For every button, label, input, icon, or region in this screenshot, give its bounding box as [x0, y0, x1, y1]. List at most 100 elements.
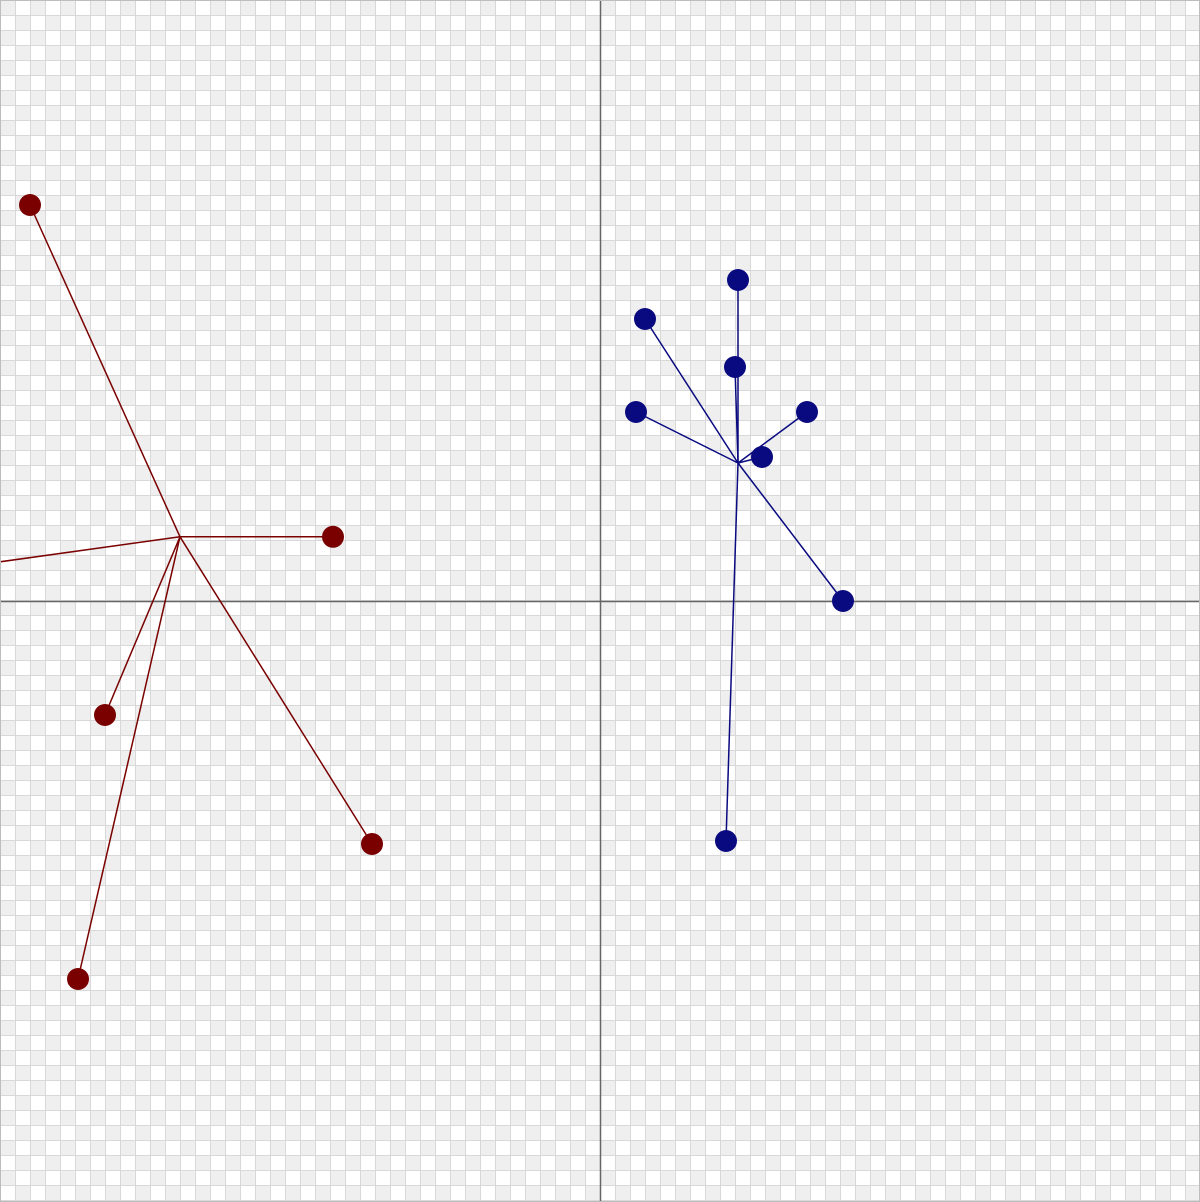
grid-cell [45, 1155, 60, 1170]
grid-cell [555, 705, 570, 720]
grid-cell [1155, 855, 1170, 870]
grid-cell [1155, 405, 1170, 420]
grid-cell [15, 585, 30, 600]
grid-cell [915, 525, 930, 540]
grid-cell [570, 840, 585, 855]
grid-cell [210, 750, 225, 765]
grid-cell [645, 405, 660, 420]
grid-cell [810, 1020, 825, 1035]
grid-cell [1110, 810, 1125, 825]
grid-cell [1065, 165, 1080, 180]
grid-cell [840, 870, 855, 885]
grid-cell [960, 600, 975, 615]
grid-cell [1110, 150, 1125, 165]
grid-cell [45, 705, 60, 720]
grid-cell [660, 510, 675, 525]
grid-cell [555, 285, 570, 300]
grid-cell [270, 300, 285, 315]
grid-cell [165, 435, 180, 450]
grid-cell [570, 150, 585, 165]
grid-cell [495, 495, 510, 510]
grid-cell [540, 390, 555, 405]
grid-cell [225, 585, 240, 600]
grid-cell [870, 720, 885, 735]
grid-cell [675, 705, 690, 720]
grid-cell [1050, 600, 1065, 615]
grid-cell [510, 1020, 525, 1035]
grid-cell [660, 960, 675, 975]
grid-cell [795, 255, 810, 270]
grid-cell [525, 735, 540, 750]
grid-cell [255, 375, 270, 390]
grid-cell [60, 780, 75, 795]
grid-cell [45, 1035, 60, 1050]
grid-cell [120, 900, 135, 915]
grid-cell [900, 450, 915, 465]
grid-cell [1110, 630, 1125, 645]
grid-cell [825, 555, 840, 570]
grid-cell [465, 195, 480, 210]
grid-cell [195, 615, 210, 630]
grid-cell [315, 615, 330, 630]
grid-cell [720, 990, 735, 1005]
grid-cell [1155, 75, 1170, 90]
grid-cell [0, 180, 15, 195]
grid-cell [735, 1065, 750, 1080]
grid-cell [810, 240, 825, 255]
grid-cell [705, 495, 720, 510]
grid-cell [315, 735, 330, 750]
grid-cell [765, 225, 780, 240]
grid-cell [150, 150, 165, 165]
grid-cell [390, 780, 405, 795]
grid-cell [15, 885, 30, 900]
grid-cell [345, 1155, 360, 1170]
grid-cell [270, 240, 285, 255]
grid-cell [480, 120, 495, 135]
grid-cell [825, 105, 840, 120]
grid-cell [195, 765, 210, 780]
grid-cell [405, 75, 420, 90]
grid-cell [525, 435, 540, 450]
grid-cell [0, 390, 15, 405]
grid-cell [630, 0, 645, 15]
grid-cell [255, 855, 270, 870]
grid-cell [825, 45, 840, 60]
grid-cell [585, 225, 600, 240]
grid-cell [975, 315, 990, 330]
grid-cell [975, 255, 990, 270]
grid-cell [1110, 450, 1125, 465]
grid-cell [105, 1005, 120, 1020]
grid-cell [660, 30, 675, 45]
grid-cell [225, 495, 240, 510]
grid-cell [375, 135, 390, 150]
grid-cell [90, 330, 105, 345]
grid-cell [240, 720, 255, 735]
grid-cell [495, 285, 510, 300]
grid-cell [300, 30, 315, 45]
grid-cell [930, 450, 945, 465]
grid-cell [840, 90, 855, 105]
grid-cell [525, 465, 540, 480]
grid-cell [1110, 540, 1125, 555]
grid-cell [345, 225, 360, 240]
grid-cell [0, 120, 15, 135]
grid-cell [360, 1020, 375, 1035]
grid-cell [1155, 675, 1170, 690]
grid-cell [1155, 225, 1170, 240]
grid-cell [180, 270, 195, 285]
grid-cell [330, 330, 345, 345]
grid-cell [735, 555, 750, 570]
grid-cell [570, 600, 585, 615]
grid-cell [1080, 300, 1095, 315]
grid-cell [465, 555, 480, 570]
grid-cell [750, 960, 765, 975]
grid-cell [180, 600, 195, 615]
grid-cell [1065, 225, 1080, 240]
grid-cell [975, 225, 990, 240]
grid-cell [1080, 720, 1095, 735]
grid-cell [690, 750, 705, 765]
grid-cell [975, 735, 990, 750]
grid-cell [630, 810, 645, 825]
grid-cell [1080, 660, 1095, 675]
grid-cell [1155, 1065, 1170, 1080]
